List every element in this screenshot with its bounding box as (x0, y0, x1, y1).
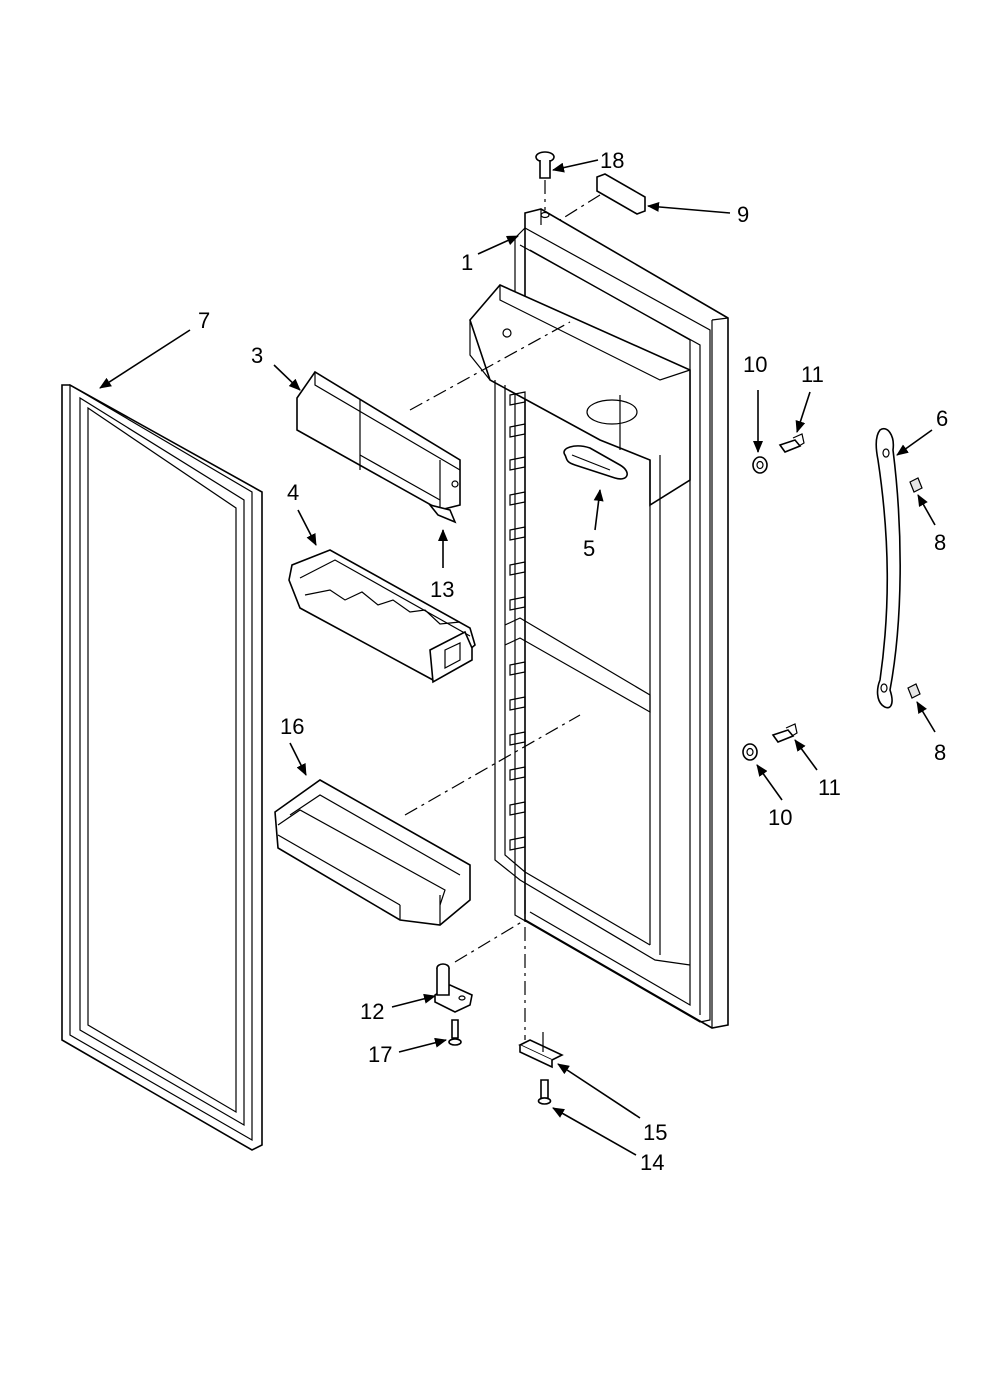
callout-18: 18 (600, 148, 624, 173)
hinge-screw (448, 1019, 462, 1046)
callout-13: 13 (430, 577, 454, 602)
door-bin (274, 779, 471, 926)
callout-8-upper: 8 (934, 530, 946, 555)
door-plug (563, 445, 628, 480)
screw-upper (778, 433, 805, 453)
callout-labels: 18 9 1 7 3 10 11 6 4 5 8 13 16 8 11 10 1… (198, 148, 948, 1175)
callout-17: 17 (368, 1042, 392, 1067)
door-liner-assembly (469, 208, 729, 1029)
hinge-bushing (535, 151, 555, 179)
callout-1: 1 (461, 250, 473, 275)
spacer-upper (752, 456, 768, 474)
egg-tray (288, 549, 476, 684)
callout-3: 3 (251, 343, 263, 368)
bracket-screw (537, 1079, 552, 1105)
door-stop-bracket (518, 1032, 564, 1069)
assembly-lines (404, 180, 601, 1040)
door-gasket (61, 383, 263, 1151)
callout-9: 9 (737, 202, 749, 227)
callout-10-upper: 10 (743, 352, 767, 377)
callout-12: 12 (360, 999, 384, 1024)
dairy-door (296, 370, 461, 524)
set-screw-upper (909, 477, 923, 493)
callout-4: 4 (287, 480, 299, 505)
lower-hinge (434, 963, 473, 1013)
trim-insert (596, 173, 646, 215)
door-handle (875, 428, 901, 709)
callout-10-lower: 10 (768, 805, 792, 830)
screw-lower (771, 723, 798, 743)
spacer-lower (742, 743, 758, 761)
callout-16: 16 (280, 714, 304, 739)
callout-15: 15 (643, 1120, 667, 1145)
leader-arrows (99, 159, 936, 1156)
callout-11-lower: 11 (818, 775, 841, 800)
callout-6: 6 (936, 406, 948, 431)
callout-7: 7 (198, 308, 210, 333)
callout-5: 5 (583, 536, 595, 561)
callout-11-upper: 11 (801, 362, 824, 387)
callout-8-lower: 8 (934, 740, 946, 765)
callout-14: 14 (640, 1150, 664, 1175)
set-screw-lower (907, 683, 921, 699)
